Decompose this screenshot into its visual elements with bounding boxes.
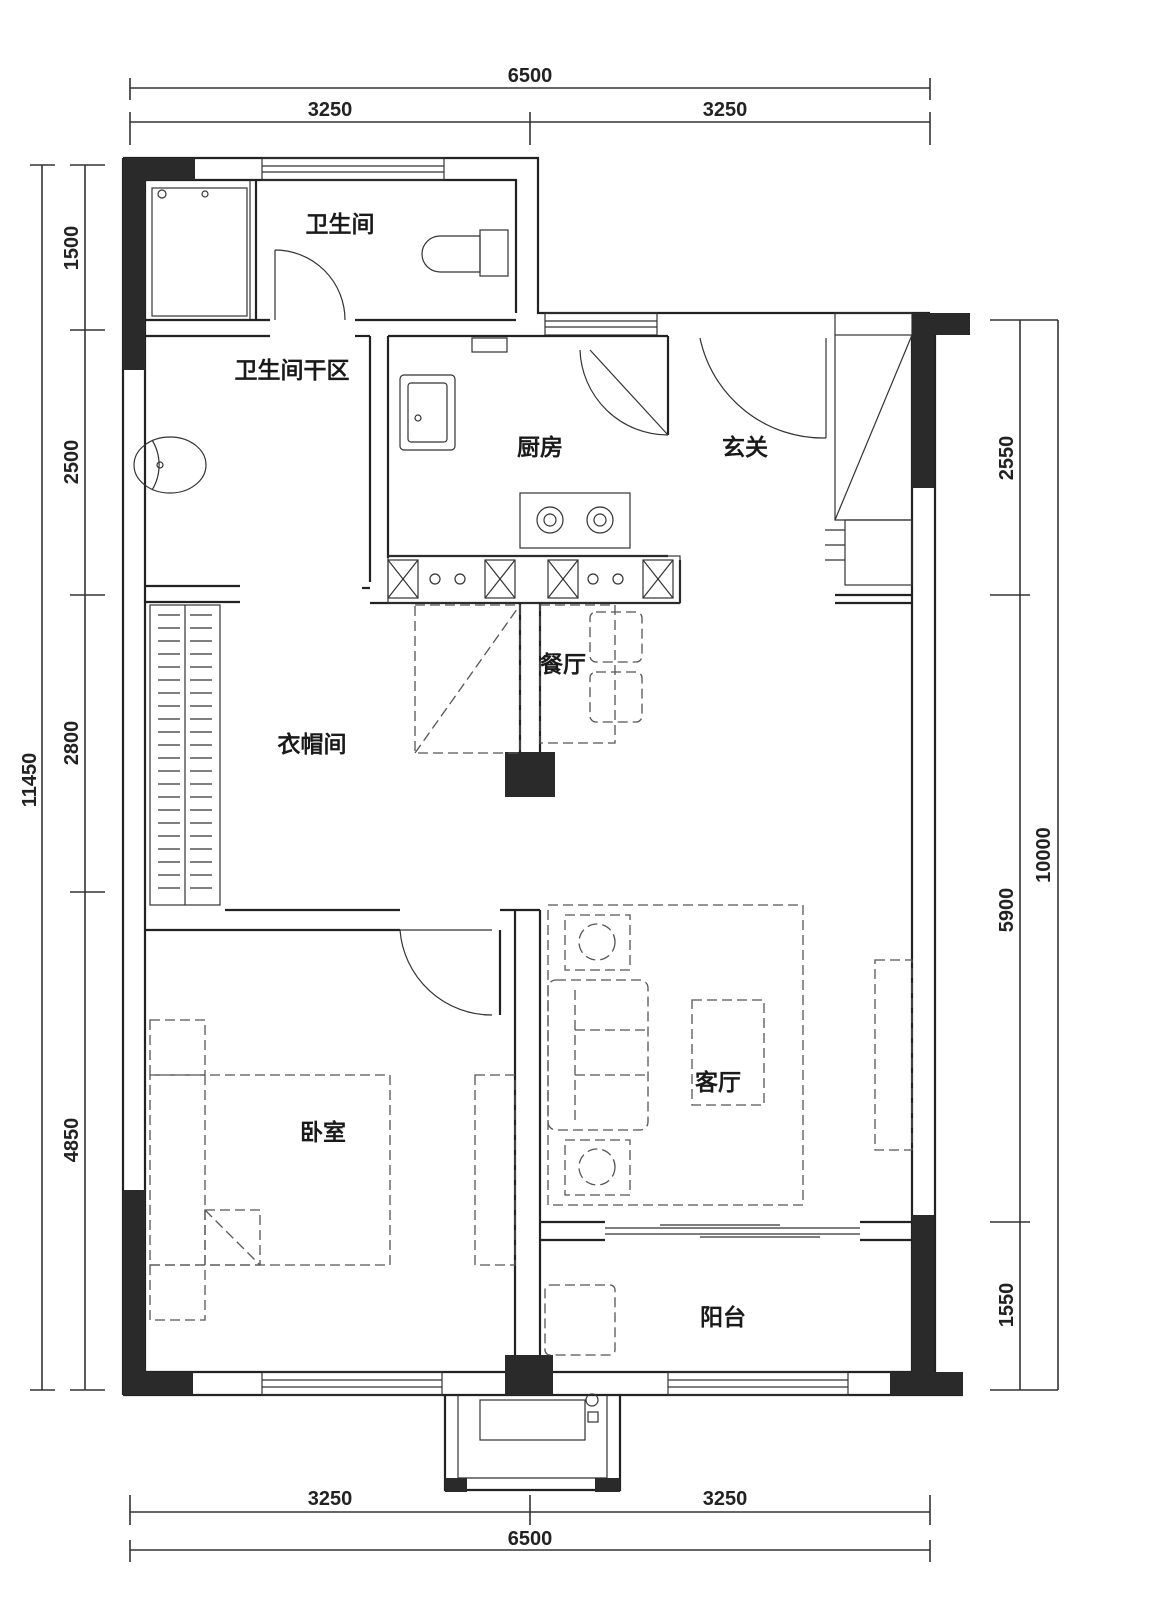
dining-chair bbox=[589, 671, 643, 723]
dining-chair bbox=[589, 611, 643, 663]
doors bbox=[274, 249, 827, 1016]
armchair bbox=[564, 914, 631, 971]
room-labels: 卫生间 卫生间干区 厨房 玄关 餐厅 衣帽间 卧室 客厅 阳台 bbox=[235, 212, 769, 1331]
nightstand bbox=[149, 1264, 206, 1321]
fixtures bbox=[133, 187, 845, 1441]
column-bottom-left-cap bbox=[123, 1372, 193, 1395]
dim-top-total: 6500 bbox=[508, 65, 553, 87]
shower-head-icon bbox=[157, 189, 167, 199]
dining-cabinet bbox=[414, 604, 521, 754]
room-label-bathroom: 卫生间 bbox=[306, 212, 375, 238]
ac-unit-icon bbox=[479, 1393, 599, 1441]
kitchen-sink-icon bbox=[399, 337, 508, 451]
dim-right-3: 1550 bbox=[996, 1283, 1018, 1328]
column-bottom-left bbox=[123, 1190, 145, 1395]
room-label-bedroom: 卧室 bbox=[300, 1119, 346, 1146]
column-bay-right bbox=[595, 1478, 620, 1492]
room-label-entrance: 玄关 bbox=[722, 434, 768, 461]
bed bbox=[149, 1074, 391, 1266]
column-bottom-mid bbox=[505, 1355, 553, 1395]
toilet-icon bbox=[421, 229, 509, 277]
dim-left-2: 2500 bbox=[61, 440, 83, 485]
column-top-right bbox=[912, 313, 934, 488]
bedroom-tv-unit bbox=[474, 1074, 516, 1266]
shower-fixture bbox=[151, 187, 248, 317]
armchair bbox=[564, 1139, 631, 1196]
column-bottom-right-cap bbox=[890, 1372, 963, 1395]
columns bbox=[123, 158, 970, 1492]
dim-right-total: 10000 bbox=[1033, 827, 1055, 883]
washbasin-icon bbox=[133, 436, 207, 494]
living-tv-unit bbox=[874, 959, 913, 1151]
dim-bottom-left: 3250 bbox=[308, 1488, 353, 1510]
room-label-bathroom-dry: 卫生间干区 bbox=[235, 358, 350, 384]
room-label-cloakroom: 衣帽间 bbox=[278, 731, 347, 758]
column-dining bbox=[505, 752, 555, 797]
top-dimensions: 6500 3250 3250 bbox=[129, 65, 931, 145]
furniture bbox=[149, 604, 913, 1356]
left-dimensions: 11450 1500 2500 2800 4850 bbox=[19, 164, 105, 1391]
nightstand bbox=[149, 1019, 206, 1076]
column-top-left-cap bbox=[123, 158, 195, 180]
cabinet-strip bbox=[387, 559, 674, 599]
dim-left-4: 4850 bbox=[61, 1118, 83, 1163]
dining-table bbox=[539, 604, 616, 744]
column-top-right-cap bbox=[912, 313, 970, 335]
sofa bbox=[547, 979, 649, 1131]
dim-right-2: 5900 bbox=[996, 888, 1018, 933]
column-bay-left bbox=[445, 1478, 467, 1492]
living-rug bbox=[547, 904, 804, 1206]
right-dimensions: 2550 5900 1550 10000 bbox=[990, 319, 1059, 1391]
bedroom-desk bbox=[204, 1209, 261, 1266]
column-top-left bbox=[123, 158, 145, 370]
room-label-dining: 餐厅 bbox=[540, 652, 586, 678]
room-label-kitchen: 厨房 bbox=[517, 434, 563, 461]
room-label-balcony: 阳台 bbox=[700, 1304, 746, 1331]
stove-icon bbox=[519, 492, 631, 549]
dim-left-total: 11450 bbox=[19, 753, 41, 808]
dim-right-1: 2550 bbox=[996, 436, 1018, 481]
wardrobe-rack bbox=[149, 604, 221, 906]
washing-machine bbox=[544, 1284, 616, 1356]
dim-bottom-right: 3250 bbox=[703, 1488, 748, 1510]
bottom-dimensions: 3250 3250 6500 bbox=[129, 1488, 931, 1562]
room-label-living: 客厅 bbox=[695, 1069, 741, 1096]
dim-top-right: 3250 bbox=[703, 99, 748, 121]
coffee-table bbox=[691, 999, 765, 1106]
dim-left-1: 1500 bbox=[61, 226, 83, 271]
walls bbox=[121, 156, 963, 1492]
dim-bottom-total: 6500 bbox=[508, 1528, 553, 1550]
column-bottom-right bbox=[912, 1215, 934, 1395]
dim-left-3: 2800 bbox=[61, 721, 83, 766]
dim-top-left: 3250 bbox=[308, 99, 353, 121]
coat-hook-icons bbox=[825, 529, 845, 561]
